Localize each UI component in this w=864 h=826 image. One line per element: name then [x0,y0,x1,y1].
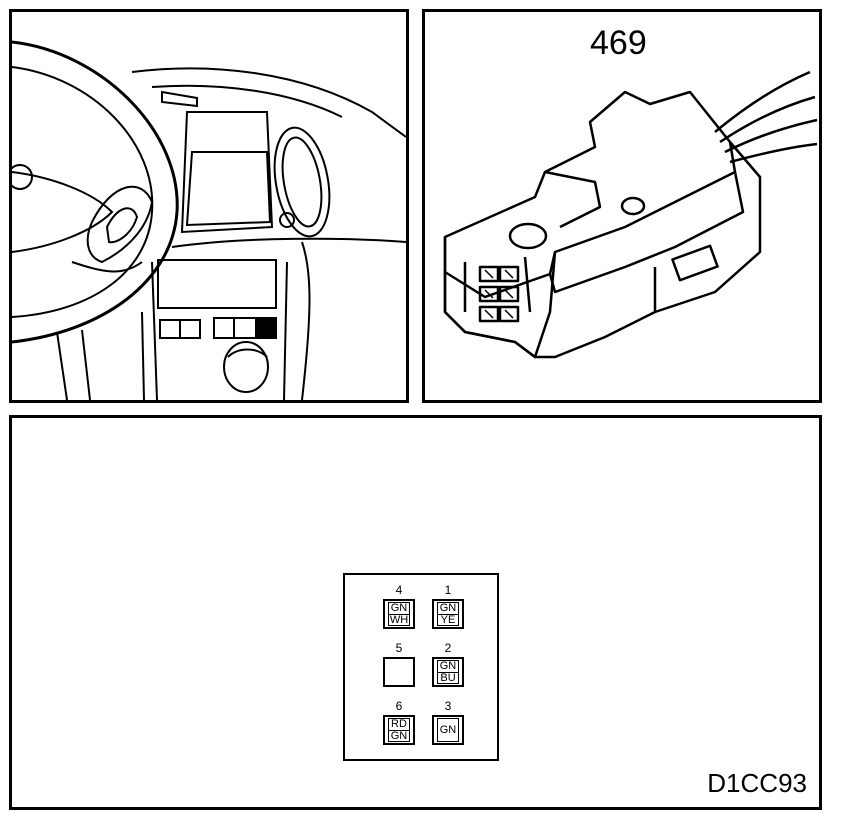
pin-number-1: 1 [444,583,452,597]
pin-number-5: 5 [395,641,403,655]
dashboard-illustration [12,40,406,400]
pin-number-2: 2 [444,641,452,655]
pin-6-color-1: RD [391,717,407,730]
pin-number-6: 6 [395,699,403,713]
pin-3-cavity: GN [432,715,464,745]
figure-code: D1CC93 [707,768,807,798]
pin-1-color-2: YE [438,613,458,626]
pin-6-color-2: GN [389,729,409,742]
pin-2-color-2: BU [438,671,458,684]
pin-number-4: 4 [395,583,403,597]
dashboard-location-panel [9,9,409,403]
pin-3-color-1: GN [439,723,457,736]
pin-2-color-1: GN [439,659,457,672]
pin-1-color-1: GN [439,601,457,614]
pin-5-cavity [383,657,415,687]
connector-number-label: 469 [590,24,647,62]
connector-view-panel: 469 [422,9,822,403]
pin-number-3: 3 [444,699,452,713]
connector-illustration [443,70,818,359]
pin-4-color-2: WH [389,613,409,626]
pin-4-color-1: GN [390,601,408,614]
